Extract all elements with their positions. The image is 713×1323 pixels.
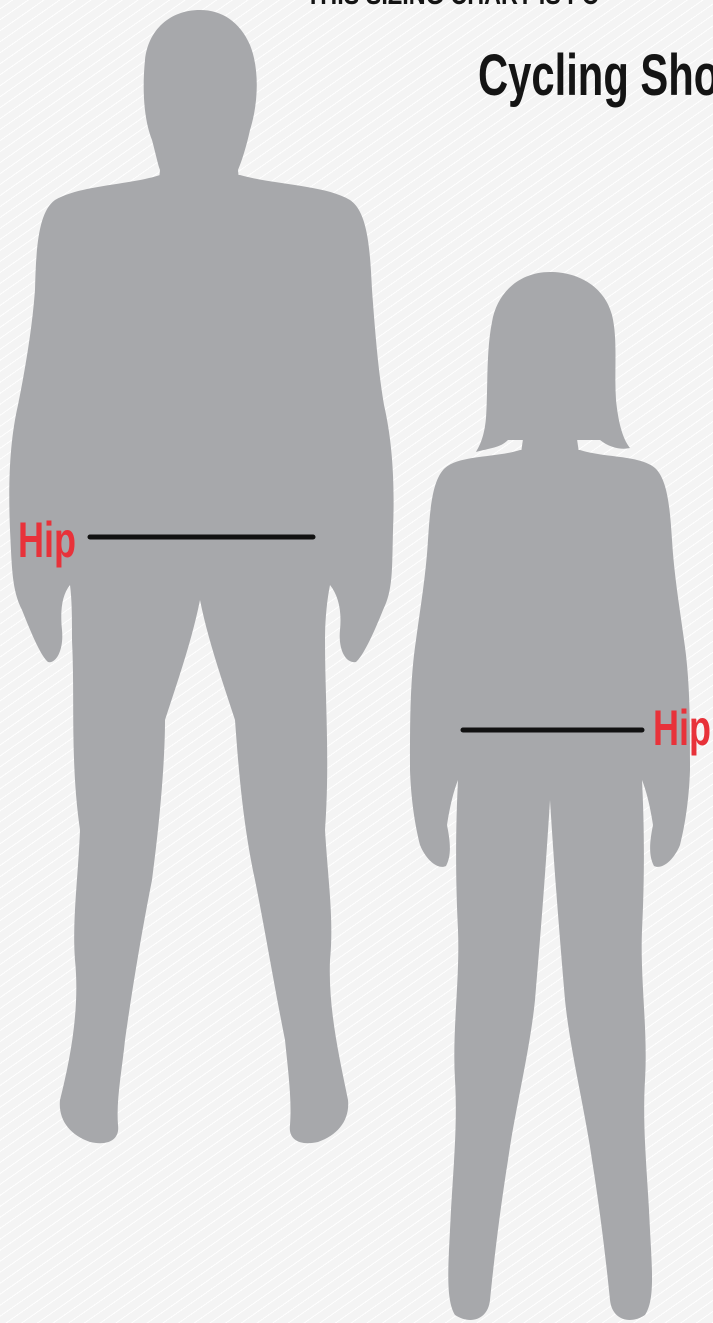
male-head [144,10,257,170]
female-silhouette [410,272,690,1320]
female-body [410,450,690,1320]
male-silhouette [9,10,393,1143]
male-body [9,175,393,1143]
female-hip-label: Hip [653,703,711,753]
male-hip-label: Hip [18,515,76,565]
